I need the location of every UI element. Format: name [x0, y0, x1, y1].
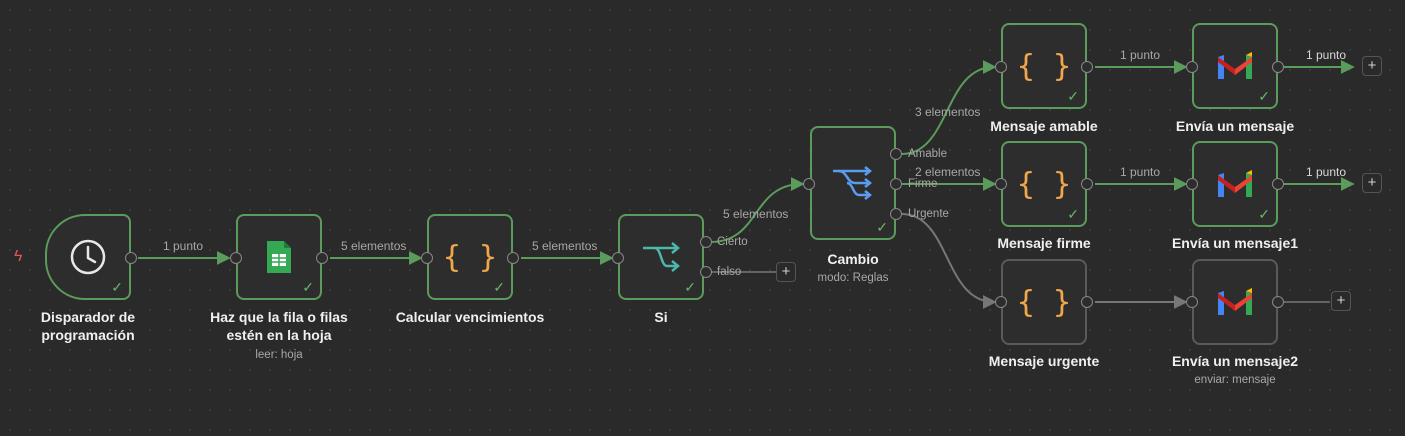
- node-subtitle: leer: hoja: [255, 349, 303, 361]
- input-port[interactable]: [1186, 296, 1198, 308]
- input-port[interactable]: [1186, 61, 1198, 73]
- output-label-true: Cierto: [717, 236, 748, 248]
- output-label-firme: Firme: [908, 178, 938, 190]
- output-port[interactable]: [1081, 296, 1093, 308]
- success-check-icon: ✓: [1258, 206, 1270, 222]
- output-port[interactable]: [1081, 178, 1093, 190]
- clock-icon: [47, 216, 129, 298]
- success-check-icon: ✓: [493, 279, 505, 295]
- success-check-icon: ✓: [1067, 88, 1079, 104]
- output-port[interactable]: [316, 252, 328, 264]
- output-port[interactable]: [1272, 296, 1284, 308]
- success-check-icon: ✓: [1067, 206, 1079, 222]
- node-mensaje-urgente[interactable]: { }: [1001, 259, 1087, 345]
- input-port[interactable]: [995, 61, 1007, 73]
- success-check-icon: ✓: [684, 279, 696, 295]
- output-label-amable: Amable: [908, 148, 947, 160]
- gmail-icon: [1194, 261, 1276, 343]
- add-node-button[interactable]: +: [1331, 291, 1351, 311]
- success-check-icon: ✓: [1258, 88, 1270, 104]
- output-port-false[interactable]: [700, 266, 712, 278]
- edge-label: 5 elementos: [341, 239, 407, 253]
- node-label: Mensaje firme: [997, 235, 1091, 251]
- edge-label: 3 elementos: [915, 105, 981, 119]
- node-mensaje-firme[interactable]: { } ✓: [1001, 141, 1087, 227]
- edge-label: 2 elementos: [915, 165, 981, 179]
- success-check-icon: ✓: [876, 219, 888, 235]
- edge-label: 5 elementos: [532, 239, 598, 253]
- node-label: Disparador de programación: [40, 309, 136, 343]
- edge-label: 1 punto: [1120, 48, 1161, 62]
- gmail-icon: [1194, 143, 1276, 225]
- node-mensaje-amable[interactable]: { } ✓: [1001, 23, 1087, 109]
- output-port-urgente[interactable]: [890, 208, 902, 220]
- node-gmail-send-3[interactable]: [1192, 259, 1278, 345]
- output-port[interactable]: [1272, 178, 1284, 190]
- output-port[interactable]: [125, 252, 137, 264]
- input-port[interactable]: [612, 252, 624, 264]
- code-braces-icon: { }: [1016, 284, 1072, 320]
- node-gmail-send-2[interactable]: ✓: [1192, 141, 1278, 227]
- edge-label: 1 punto: [1306, 48, 1347, 62]
- node-subtitle: modo: Reglas: [817, 272, 889, 284]
- output-port[interactable]: [1272, 61, 1284, 73]
- node-schedule-trigger[interactable]: ✓: [45, 214, 131, 300]
- google-sheets-icon: [238, 216, 320, 298]
- switch-icon: [812, 128, 894, 238]
- input-port[interactable]: [995, 178, 1007, 190]
- success-check-icon: ✓: [111, 279, 123, 295]
- node-label: Cambio: [827, 251, 879, 267]
- node-google-sheets[interactable]: ✓: [236, 214, 322, 300]
- output-port-firme[interactable]: [890, 178, 902, 190]
- node-label: Mensaje urgente: [988, 353, 1100, 369]
- edge-label: 1 punto: [163, 239, 204, 253]
- edge-label: 1 punto: [1306, 165, 1347, 179]
- add-node-button[interactable]: +: [776, 262, 796, 282]
- edge-label: 5 elementos: [723, 207, 789, 221]
- output-port[interactable]: [507, 252, 519, 264]
- node-label: Mensaje amable: [990, 118, 1098, 134]
- node-switch[interactable]: ✓: [810, 126, 896, 240]
- output-label-urgente: Urgente: [908, 208, 949, 220]
- node-label: Si: [654, 309, 668, 325]
- edge-if-switch: [710, 177, 805, 243]
- output-port-amable[interactable]: [890, 148, 902, 160]
- add-node-button[interactable]: +: [1362, 56, 1382, 76]
- input-port[interactable]: [1186, 178, 1198, 190]
- node-calcular-vencimientos[interactable]: { } ✓: [427, 214, 513, 300]
- output-label-false: falso: [717, 266, 742, 278]
- node-label: Envía un mensaje2: [1171, 353, 1299, 369]
- output-port[interactable]: [1081, 61, 1093, 73]
- edge-switch-kind: [901, 60, 997, 155]
- trigger-bolt-icon: ϟ: [14, 248, 23, 265]
- node-label: Haz que la fila o filas estén en la hoja: [210, 309, 348, 343]
- input-port[interactable]: [995, 296, 1007, 308]
- edge-switch-urgent: [901, 213, 997, 309]
- node-label: Envía un mensaje1: [1171, 235, 1299, 251]
- code-braces-icon: { }: [442, 239, 498, 275]
- gmail-icon: [1194, 25, 1276, 107]
- node-label: Envía un mensaje: [1175, 118, 1295, 134]
- code-braces-icon: { }: [1016, 166, 1072, 202]
- input-port[interactable]: [230, 252, 242, 264]
- if-branch-icon: [620, 216, 702, 298]
- output-port-true[interactable]: [700, 236, 712, 248]
- node-gmail-send-1[interactable]: ✓: [1192, 23, 1278, 109]
- input-port[interactable]: [421, 252, 433, 264]
- node-if[interactable]: ✓: [618, 214, 704, 300]
- edge-label: 1 punto: [1120, 165, 1161, 179]
- success-check-icon: ✓: [302, 279, 314, 295]
- add-node-button[interactable]: +: [1362, 173, 1382, 193]
- node-label: Calcular vencimientos: [395, 309, 545, 325]
- code-braces-icon: { }: [1016, 48, 1072, 84]
- input-port[interactable]: [803, 178, 815, 190]
- node-subtitle: enviar: mensaje: [1194, 374, 1276, 386]
